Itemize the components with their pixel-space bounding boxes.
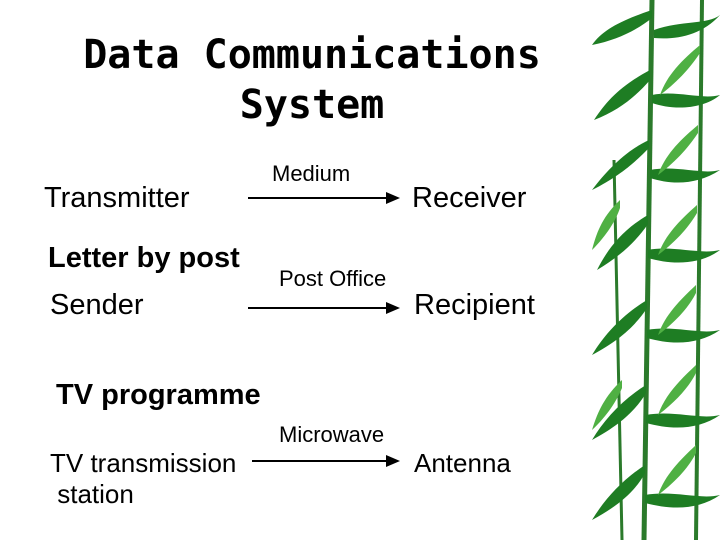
medium-arrow [248,192,400,204]
slide-title: Data Communications System [0,30,624,130]
medium-label: Medium [272,161,350,187]
recipient-label: Recipient [414,289,535,322]
tv-transmission-station-label: TV transmission station [50,448,236,510]
title-line-1: Data Communications [0,30,624,80]
microwave-arrow [252,455,400,467]
post-office-arrow [248,302,400,314]
tv-programme-heading: TV programme [56,379,261,412]
antenna-label: Antenna [414,448,511,479]
tv-transmission-line-1: TV transmission [50,448,236,479]
letter-by-post-heading: Letter by post [48,242,240,275]
post-office-label: Post Office [279,266,386,292]
title-line-2: System [0,80,624,130]
microwave-label: Microwave [279,422,384,448]
tv-transmission-line-2: station [50,479,236,510]
receiver-label: Receiver [412,182,526,215]
transmitter-label: Transmitter [44,182,190,215]
sender-label: Sender [50,289,144,322]
